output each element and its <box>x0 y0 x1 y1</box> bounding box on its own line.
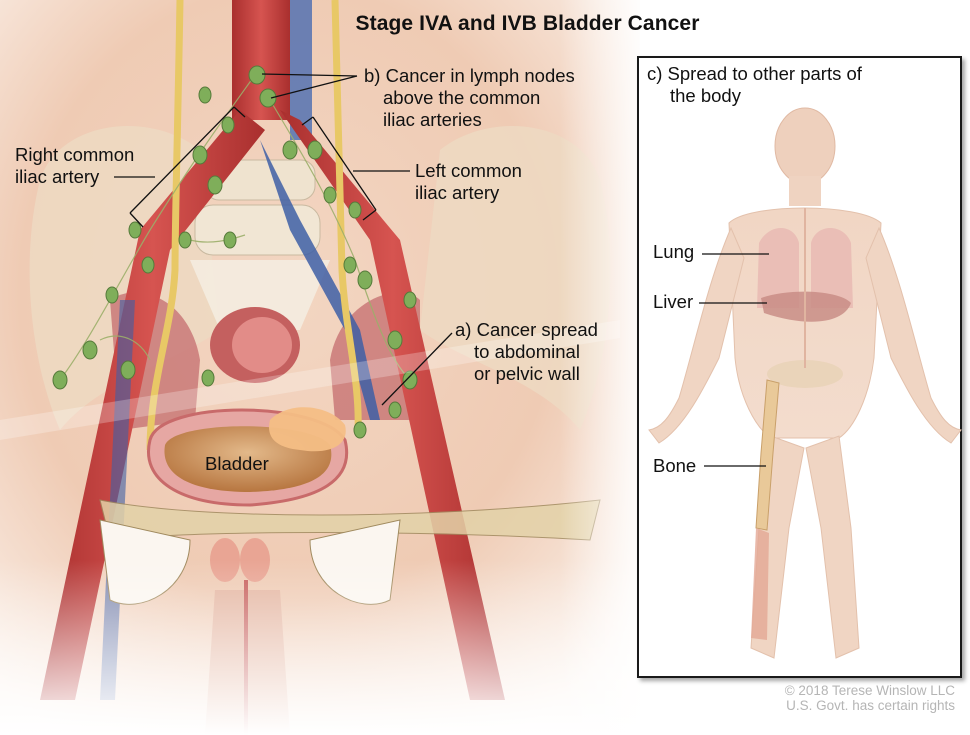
label-pelvic-wall-line1: a) Cancer spread <box>455 319 598 340</box>
label-bone: Bone <box>653 455 697 476</box>
label-right-common-iliac-artery: Right common iliac artery <box>15 144 134 188</box>
label-lymph-nodes: b) Cancer in lymph nodes above the commo… <box>364 65 575 131</box>
panel-title-line2: the body <box>670 85 741 106</box>
label-left-common-iliac-artery: Left common iliac artery <box>415 160 522 204</box>
figure-title: Stage IVA and IVB Bladder Cancer <box>355 12 700 35</box>
copyright-notice: © 2018 Terese Winslow LLC U.S. Govt. has… <box>785 683 955 713</box>
label-lymph-nodes-line2: above the common <box>383 87 541 108</box>
label-right-iliac-line2: iliac artery <box>15 166 100 187</box>
label-liver: Liver <box>653 291 694 312</box>
pelvic-anatomy-illustration <box>0 0 640 735</box>
label-right-iliac-line1: Right common <box>15 144 135 165</box>
panel-title-line1: c) Spread to other parts of <box>647 63 862 84</box>
label-left-iliac-line2: iliac artery <box>415 182 500 203</box>
label-left-iliac-line1: Left common <box>415 160 522 181</box>
inset-panel-distant-spread: c) Spread to other parts of the body Lun… <box>637 56 962 678</box>
copyright-line1: © 2018 Terese Winslow LLC <box>784 683 955 698</box>
panel-title: c) Spread to other parts of the body <box>647 63 862 107</box>
copyright-line2: U.S. Govt. has certain rights <box>786 698 955 713</box>
label-lymph-nodes-line1: b) Cancer in lymph nodes <box>364 65 575 86</box>
label-lung: Lung <box>653 241 695 262</box>
full-body-illustration <box>648 107 962 659</box>
label-pelvic-wall-line3: or pelvic wall <box>474 363 580 384</box>
label-lymph-nodes-line3: iliac arteries <box>383 109 482 130</box>
label-bladder: Bladder <box>205 453 269 474</box>
label-pelvic-wall-line2: to abdominal <box>474 341 580 362</box>
label-pelvic-wall: a) Cancer spread to abdominal or pelvic … <box>455 319 598 385</box>
